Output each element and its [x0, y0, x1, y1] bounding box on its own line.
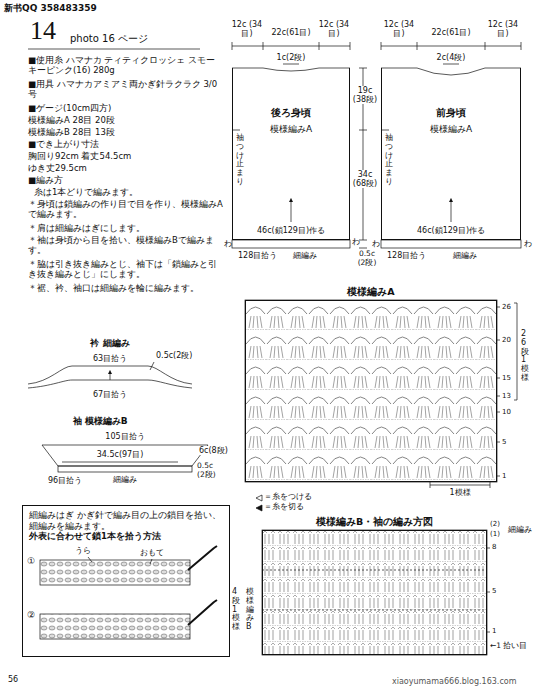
pattern-label: 20: [502, 336, 511, 344]
pattern-label: 34c (68段): [350, 170, 380, 188]
pattern-label: 1模様: [449, 488, 470, 497]
pattern-label: 13: [502, 392, 511, 400]
stitch-chart: 模様編みB・袖の編み方図: [262, 530, 487, 655]
pattern-label: 34.5c(97目): [97, 450, 144, 459]
pattern-label: 0.5c(2段): [156, 351, 192, 360]
pattern-label: 12c (34目): [318, 20, 350, 38]
pattern-label: 26段1模様: [521, 330, 529, 383]
pattern-label: わ: [372, 239, 380, 248]
pattern-label: 46c(鎖129目)作る: [417, 226, 485, 235]
pattern-label: photo 16 ページ: [70, 33, 148, 45]
pattern-label: 12c (34目): [231, 20, 263, 38]
pattern-label: 細編み: [293, 251, 317, 260]
pattern-label: 袖つけ止まり: [236, 134, 244, 187]
pattern-label: ＊袖は身頃から目を拾い、模様編みBで編みます。: [28, 236, 223, 256]
pattern-label: ①: [27, 556, 35, 566]
pattern-label: 10: [502, 408, 511, 416]
pattern-label: うら: [75, 546, 91, 555]
pattern-label: 模様編みB 28目 13段: [28, 128, 115, 138]
pattern-label: 22c(61目): [272, 28, 311, 37]
pattern-label: 26: [502, 303, 511, 311]
pattern-label: ＊脇は引き抜き編みとじ、袖下は「鎖編みと引き抜き編みとじ」にします。: [28, 260, 223, 280]
pattern-label: おもて: [140, 548, 164, 557]
pattern-label: 新书QQ 358483359: [4, 3, 97, 13]
pattern-label: (2): [490, 520, 500, 528]
pattern-label: 5: [492, 587, 496, 595]
legend-text: ＝糸をつける: [264, 492, 312, 501]
pattern-label: 1: [492, 627, 496, 635]
pattern-label: ■ゲージ(10cm四方): [28, 104, 111, 114]
node-heading: 後ろ身頃: [233, 106, 349, 120]
pattern-label: 63目拾う: [93, 354, 127, 363]
pattern-label: わ: [524, 239, 532, 248]
pattern-label: 2c(4段): [437, 53, 466, 62]
pattern-label: 0.5c (2段): [354, 250, 380, 267]
instruction-box: 細編みはぎ かぎ針で編み目の上の鎖目を拾い、細編みを編みます。外表に合わせて鎖1…: [22, 505, 230, 657]
node-text: 模様編みA: [233, 123, 349, 136]
pattern-label: ＊肩は細編みはぎにします。: [28, 224, 145, 234]
pattern-label: 14: [30, 16, 56, 46]
pattern-label: 15: [502, 374, 511, 382]
legend-text: ＝糸を切る: [264, 502, 304, 511]
node-heading: 細編みはぎ かぎ針で編み目の上の鎖目を拾い、細編みを編みます。: [29, 510, 223, 531]
pattern-label: 6c(8段): [198, 446, 229, 455]
pattern-label: 22c(61目): [432, 28, 471, 37]
node-heading: 模様編みA: [246, 286, 496, 299]
pattern-label: ＊身頃は鎖編みの作り目で目を作り、模様編みAで編みます。: [28, 200, 223, 220]
pattern-label: わ: [224, 239, 232, 248]
pattern-label: 細編み: [508, 525, 532, 534]
body-panel: 後ろ身頃模様編みA: [232, 68, 350, 240]
pattern-label: 模様編みB: [246, 588, 254, 632]
pattern-label: ＊裾、衿、袖口は細編みを輪に編みます。: [28, 284, 223, 294]
pattern-label: ■用具 ハマナカアミアミ両かぎ針ラクラク 3/0号: [28, 80, 223, 100]
pattern-label: ←1 拾い目: [490, 642, 527, 651]
pattern-label: 128目拾う: [387, 251, 426, 260]
stitch-chart: 模様編みA: [245, 300, 497, 482]
pattern-label: (1): [490, 530, 500, 538]
legend-row: ＝糸をつける: [264, 492, 312, 501]
pattern-label: 4段1模様: [232, 588, 240, 632]
pattern-label: ■編み方: [28, 176, 63, 186]
body-panel: 前身頃模様編みA: [381, 68, 521, 240]
pattern-label: 19c (38段): [350, 86, 380, 104]
node-text: 外表に合わせて鎖1本を拾う方法: [29, 531, 223, 542]
node-text: 模様編みA: [382, 123, 520, 136]
node-heading: 模様編みB・袖の編み方図: [263, 516, 486, 529]
pattern-label: 5: [502, 438, 506, 446]
pattern-label: 模様編みA 28目 20段: [28, 116, 115, 126]
pattern-label: 67目拾う: [93, 390, 127, 399]
pattern-label: 128目拾う: [238, 251, 277, 260]
pattern-label: ②: [27, 610, 35, 620]
node-heading: 前身頃: [382, 106, 520, 120]
pattern-label: xiaoyumama666.blog.163.com: [392, 677, 516, 686]
pattern-label: 56: [8, 675, 18, 684]
pattern-label: 細編み: [453, 251, 477, 260]
pattern-label: 12c (34目): [487, 20, 519, 38]
pattern-label: 105目拾う: [105, 432, 144, 441]
pattern-label: 1c(2段): [277, 53, 306, 62]
pattern-label: 96目拾う: [48, 476, 82, 485]
pattern-label: 1: [502, 472, 506, 480]
pattern-label: 糸は1本どりで編みます。: [34, 188, 138, 198]
pattern-label: 12c (34目): [383, 20, 415, 38]
pattern-label: 8: [492, 543, 496, 551]
pattern-label: わ: [352, 237, 360, 246]
pattern-label: ゆき丈29.5cm: [28, 164, 87, 174]
pattern-label: 46c(鎖129目)作る: [257, 226, 325, 235]
pattern-label: 袖つけ止まり: [385, 134, 393, 187]
pattern-label: 袖 模様編みB: [73, 416, 128, 426]
pattern-label: ■でき上がり寸法: [28, 140, 99, 150]
pattern-label: 胸回り92cm 着丈54.5cm: [28, 152, 131, 162]
pattern-label: 細編み: [113, 475, 137, 484]
pattern-label: ■使用糸 ハマナカ ティティクロッシェ スモーキーピンク(16) 280g: [28, 56, 223, 76]
pattern-label: 衿 細編み: [90, 338, 129, 348]
legend-row: ＝糸を切る: [264, 502, 304, 511]
pattern-label: 0.5c (2段): [196, 462, 222, 479]
